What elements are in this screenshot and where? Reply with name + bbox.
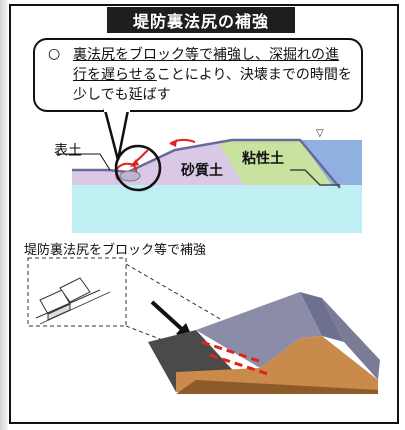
scour-hole <box>119 170 141 182</box>
berm-steps <box>290 169 340 186</box>
callout-text: 裏法尻をブロック等で補強し、深掘れの進 行を遅らせることにより、決壊までの時間を… <box>73 45 358 105</box>
dike-3d-model <box>148 292 380 394</box>
callout-box: ○ 裏法尻をブロック等で補強し、深掘れの進 行を遅らせることにより、決壊までの時… <box>33 38 363 112</box>
callout-line1: 裏法尻をブロック等で補強し、深掘れの進 <box>73 47 339 63</box>
bullet-circle: ○ <box>48 46 61 62</box>
callout-pointer <box>103 108 130 161</box>
water-level-mark: ▽ <box>316 128 324 139</box>
dike-slope <box>196 292 322 368</box>
callout-line2-rest: ことにより、決壊までの時間を <box>156 67 352 83</box>
callout-line2-underlined: 行を遅らせる <box>73 67 157 83</box>
inset-sketch-box <box>27 257 127 327</box>
callout-pointer-mask <box>104 106 130 112</box>
surface-soil-leader-tip <box>99 153 111 171</box>
label-surface-soil: 表土 <box>54 143 82 159</box>
toe-highlight-circle <box>114 144 162 192</box>
label-cohesive-soil: 粘性土 <box>242 151 284 167</box>
callout-line3: 少しでも延ばす <box>73 87 171 103</box>
foundation-layer <box>72 185 362 233</box>
reinforcement-line-1 <box>201 340 263 364</box>
block-sketch <box>35 277 111 325</box>
cohesive-soil-area <box>218 140 332 185</box>
dike-crown <box>300 292 344 342</box>
dike-body-base <box>176 380 378 394</box>
reinforcement-line-2 <box>209 353 269 376</box>
label-sandy-soil: 砂質土 <box>181 163 223 179</box>
dike-back-slope <box>322 298 380 380</box>
dike-outline <box>72 138 341 189</box>
overflow-arrowhead-top <box>170 139 177 147</box>
dike-body-front <box>176 336 378 392</box>
inset-connector-top <box>125 263 223 321</box>
label-reinforcement-caption: 堤防裏法尻をブロック等で補強 <box>24 243 207 258</box>
background-map-edge <box>0 0 8 430</box>
page-title: 堤防裏法尻の補強 <box>107 7 295 33</box>
pointer-arrow-shaft <box>150 300 187 334</box>
